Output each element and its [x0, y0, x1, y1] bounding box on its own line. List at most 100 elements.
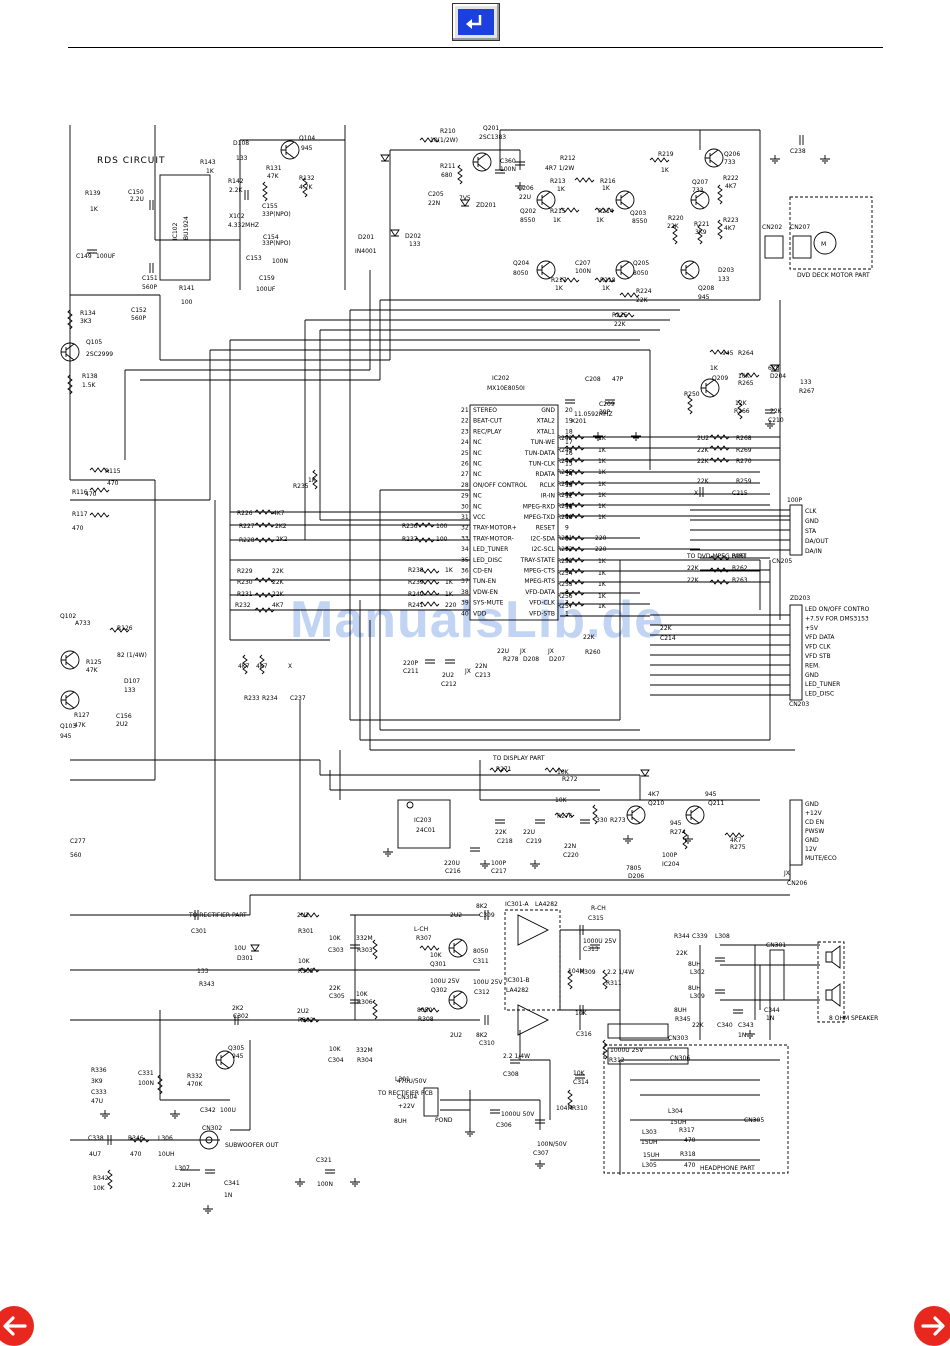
component-label: D108: [233, 140, 249, 147]
component-label: 22K: [687, 577, 700, 584]
component-label: 47K: [74, 722, 87, 729]
component-label: 100U: [220, 1107, 236, 1114]
capacitor-symbol: [149, 200, 154, 210]
component-label: 10K: [573, 1070, 586, 1077]
ic202-right-pin-num: 20: [565, 407, 573, 414]
ic202-left-pin-num: 25: [461, 450, 469, 457]
dvd-deck-motor-outline: [789, 196, 873, 270]
component-label: C309: [479, 912, 495, 919]
component-label: 4R7 1/2W: [545, 165, 574, 172]
component-label: R242: [557, 435, 573, 442]
resistor-symbol: [564, 590, 585, 596]
capacitor-symbol: [575, 1074, 585, 1079]
resistor-symbol: [299, 912, 320, 918]
capacitor-symbol: [715, 989, 725, 994]
component-label: C159: [259, 275, 275, 282]
component-label: 100P: [787, 497, 802, 504]
resistor-symbol: [709, 457, 730, 463]
ic102-ref: IC102: [172, 222, 179, 240]
ic202-left-pin-num: 39: [461, 600, 469, 607]
ic202-left-pin: REC/PLAY: [473, 428, 502, 435]
resistor-symbol: [457, 164, 463, 185]
component-label: R134: [80, 310, 96, 317]
component-label: 7V5: [459, 195, 471, 202]
resistor-symbol: [419, 1007, 440, 1013]
component-label: D202: [405, 233, 421, 240]
component-label: C206: [518, 185, 534, 192]
cn206-connector: [789, 799, 803, 866]
component-label: JX: [519, 648, 526, 655]
component-label: R218: [600, 277, 616, 284]
capacitor-symbol: [699, 487, 704, 497]
component-label: 100N: [317, 1181, 333, 1188]
component-label: 8050: [417, 1007, 432, 1014]
component-label: R249: [557, 514, 573, 521]
component-label: 8550: [632, 218, 647, 225]
component-label: 2K2: [275, 523, 287, 530]
ic202-left-pin-num: 22: [461, 418, 469, 425]
ic202-left-pin: ON/OFF CONTROL: [473, 482, 528, 489]
component-label: Q103: [60, 723, 76, 730]
resistor-symbol: [67, 309, 73, 330]
component-label: 1K: [90, 206, 99, 213]
component-label: C149: [76, 253, 92, 260]
component-label: TO DISPLAY PART: [492, 755, 545, 762]
prev-page-button[interactable]: [0, 1306, 34, 1346]
ic202-right-pin-num: 13: [565, 482, 573, 489]
component-label: 3K3: [80, 318, 92, 325]
component-label: 1000U 50V: [501, 1111, 535, 1118]
capacitor-symbol: [205, 1169, 215, 1174]
component-label: L307: [175, 1165, 190, 1172]
component-label: 22U: [523, 829, 535, 836]
component-label: 470: [684, 1137, 696, 1144]
component-label: R117: [72, 511, 88, 518]
component-label: 100: [436, 536, 448, 543]
component-label: R250: [684, 391, 700, 398]
ic202-right-pin: IR-IN: [541, 493, 555, 500]
component-label: 1K: [661, 167, 670, 174]
component-label: 1K: [602, 185, 611, 192]
component-label: 2.2 1/4W: [503, 1053, 530, 1060]
component-label: Q305: [228, 1045, 244, 1052]
resistor-symbol: [129, 1137, 150, 1143]
component-label: C302: [233, 1013, 249, 1020]
back-button[interactable]: [452, 3, 500, 41]
resistor-symbol: [109, 627, 130, 633]
cn206-pin: MUTE/ECO: [805, 855, 837, 862]
component-label: 39P: [599, 409, 611, 416]
component-label: 945: [60, 733, 72, 740]
cn206-pin: GND: [805, 837, 819, 844]
component-label: 10UH: [158, 1151, 175, 1158]
component-label: 560: [70, 852, 82, 859]
component-label: 33P(NPO): [262, 240, 291, 247]
resistor-symbol: [419, 601, 440, 607]
component-label: 22U: [519, 194, 531, 201]
component-label: 10(1/2W): [430, 137, 458, 144]
component-label: 2.2 1/4W: [607, 969, 634, 976]
cn207-connector: [792, 235, 812, 259]
component-label: CN306: [670, 1055, 690, 1062]
ground-symbol: [295, 1178, 305, 1187]
component-label: 733: [724, 159, 736, 166]
component-label: 332M: [356, 1047, 373, 1054]
next-page-button[interactable]: [914, 1306, 950, 1346]
component-label: 133: [236, 155, 248, 162]
component-label: 945: [232, 1053, 244, 1060]
component-label: R275: [730, 844, 746, 851]
component-label: CN305: [744, 1117, 764, 1124]
component-label: 1K: [445, 579, 454, 586]
component-label: 8K2: [476, 1032, 488, 1039]
cn203-pin: LED ON/OFF CONTRO: [805, 606, 870, 613]
component-label: 1.5K: [82, 382, 97, 389]
ic202-right-pin-num: 3: [565, 589, 569, 596]
component-label: 1000U 25V: [583, 938, 617, 945]
component-label: 470: [85, 491, 97, 498]
ic202-left-pin: LED_DISC: [473, 557, 502, 564]
component-label: C306: [496, 1122, 512, 1129]
ic202-right-pin-num: 17: [565, 439, 573, 446]
ic202-ref: IC202: [492, 375, 510, 382]
capacitor-symbol: [535, 819, 545, 824]
capacitor-symbol: [107, 1135, 112, 1145]
capacitor-symbol: [484, 1015, 489, 1025]
component-label: R264: [738, 350, 754, 357]
